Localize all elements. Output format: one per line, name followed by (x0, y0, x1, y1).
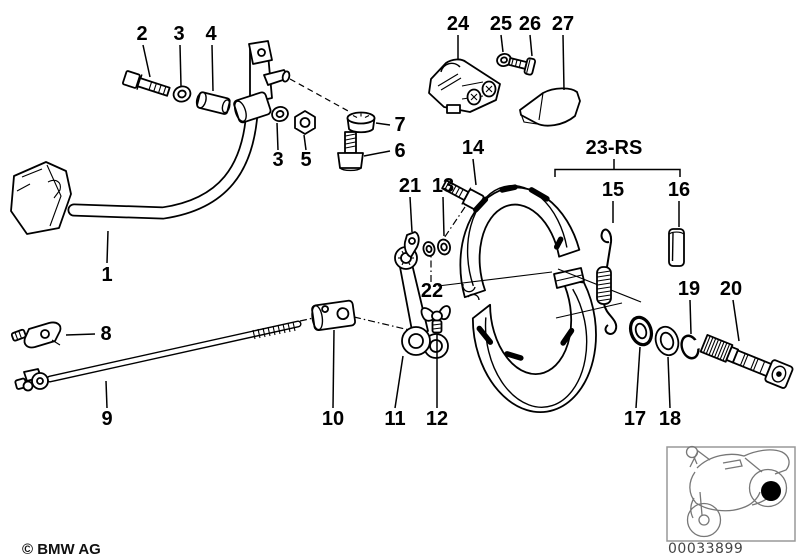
leader-part-7 (375, 122, 391, 126)
brake-lining-marks (473, 184, 575, 361)
part-label-1: 1 (101, 264, 112, 286)
location-dot (761, 481, 781, 501)
part-label-22: 22 (421, 280, 443, 302)
group-bracket-23rs (554, 159, 681, 177)
pedal-switch-dashed-line (289, 78, 351, 113)
part-label-19: 19 (678, 278, 700, 300)
washer-part22-drawing (422, 241, 436, 257)
washer-part3b-drawing (271, 106, 289, 122)
part-label-10: 10 (322, 408, 344, 430)
leader-part-11 (394, 355, 404, 409)
leader-part-21 (409, 196, 413, 233)
leader-lines (65, 34, 740, 409)
brake-lever-part11-drawing (394, 246, 449, 359)
wing-bolt-part12-drawing (420, 305, 451, 334)
part-label-12: 12 (426, 408, 448, 430)
leader-part-9 (105, 380, 108, 409)
image-number: 00033899 (668, 541, 743, 557)
copyright-text: © BMW AG (22, 541, 101, 558)
part-label-27: 27 (552, 13, 574, 35)
tab-part21-drawing (403, 231, 420, 258)
vehicle-thumbnail: 00033899 (666, 445, 796, 557)
leader-part-27 (562, 34, 565, 91)
washer-part18-drawing (654, 325, 680, 357)
washer-part3a-drawing (172, 85, 192, 103)
part-label-21: 21 (399, 175, 421, 197)
leader-part-17 (635, 346, 641, 409)
part-label-18: 18 (659, 408, 681, 430)
part-labels: 2 3 4 24 25 26 27 7 6 3 5 14 23-RS 21 13… (100, 13, 742, 430)
bolt-part6-drawing (337, 131, 364, 172)
brake-shoe-cam-and-pivot (462, 267, 585, 301)
leader-part-6 (363, 150, 391, 157)
washer-part13-drawing (437, 238, 451, 256)
boot-part27-drawing (519, 87, 581, 127)
leader-part-13 (442, 196, 445, 237)
knurl-lines (703, 336, 730, 361)
snap-ring-part19-drawing (680, 334, 704, 360)
part-label-13: 13 (432, 175, 454, 197)
brake-pedal-drawing (10, 40, 291, 235)
leader-part-5 (303, 134, 307, 151)
leader-part-3a (179, 44, 182, 87)
part-label-14: 14 (462, 137, 485, 159)
leader-part-14 (472, 158, 477, 186)
leader-part-1 (106, 230, 109, 264)
screw-part26-drawing (507, 57, 537, 76)
grommet-part25-drawing (496, 53, 512, 67)
part-label-11: 11 (384, 408, 405, 430)
part-label-17: 17 (624, 408, 646, 430)
clamp-part8-drawing (10, 321, 62, 349)
trunnion-part10-drawing (311, 299, 356, 332)
part-label-16: 16 (668, 179, 690, 201)
part-label-24: 24 (447, 13, 470, 35)
part-label-26: 26 (519, 13, 541, 35)
part-label-25: 25 (490, 13, 512, 35)
bushing-part4-drawing (195, 91, 231, 115)
spring-coil-lines (597, 270, 611, 302)
brake-switch-part24-drawing (428, 58, 501, 114)
part-label-5: 5 (300, 149, 311, 171)
part-label-9: 9 (101, 408, 112, 430)
leader-part-3b (276, 122, 279, 151)
part-label-3b: 3 (272, 149, 283, 171)
brake-shoes-drawing (459, 184, 597, 413)
part-label-8: 8 (100, 323, 111, 345)
part-label-20: 20 (720, 278, 742, 300)
group-label-23rs: 23-RS (586, 137, 643, 159)
bolt-part2-drawing (122, 70, 171, 97)
nut-part5-drawing (294, 110, 316, 135)
leader-part-25 (500, 34, 504, 53)
leader-part-19 (689, 299, 692, 335)
nut-part7-drawing (346, 111, 376, 134)
washer-part17-drawing (628, 315, 654, 347)
leader-part-4 (211, 44, 214, 92)
part-label-7: 7 (394, 114, 405, 136)
spring-part15-drawing (596, 228, 618, 336)
part-label-15: 15 (602, 179, 624, 201)
motorcycle-icon (685, 445, 790, 538)
leader-part-18 (667, 356, 671, 409)
part-label-6: 6 (394, 140, 405, 162)
leader-part-26 (529, 34, 533, 57)
pin-part16-drawing (668, 228, 685, 267)
leader-part-2 (142, 44, 151, 78)
leader-part-10 (332, 329, 335, 409)
adjusting-screw-part20-drawing (699, 334, 794, 389)
brake-rod-part9-drawing (14, 320, 302, 392)
part-label-4: 4 (205, 23, 217, 45)
part-label-3a: 3 (173, 23, 184, 45)
part-label-2: 2 (136, 23, 147, 45)
leader-part-8 (65, 333, 96, 336)
rod-thread-ticks (252, 321, 296, 340)
leader-part-20 (732, 299, 740, 342)
